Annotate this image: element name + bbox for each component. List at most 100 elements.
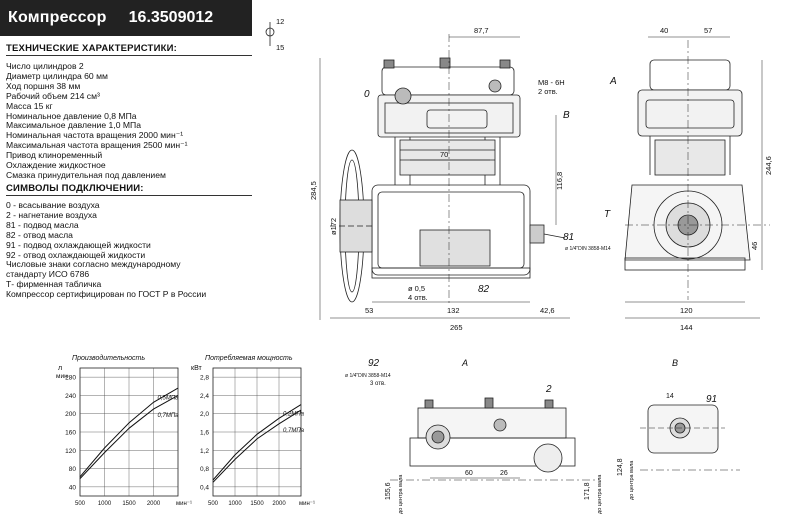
spec-item: Диаметр цилиндра 60 мм [6, 70, 108, 81]
view-b-title: B [672, 358, 678, 368]
front-view-drawing [319, 34, 570, 320]
y-tick-label: 2,8 [200, 375, 209, 382]
series-line [212, 404, 302, 481]
x-tick-label: 500 [208, 501, 219, 507]
view-b-124-8: 124,8 [617, 458, 624, 476]
port-label-82: 82 [478, 284, 490, 295]
view-a-holes: 3 отв. [370, 381, 386, 387]
dim-4-holes: 4 отв. [408, 293, 428, 302]
connection-item: Т- фирменная табличка [6, 279, 102, 290]
series-line [79, 387, 179, 478]
series-label: 0,7МПа [158, 413, 180, 419]
dim-42-6: 42,6 [540, 306, 555, 315]
spec-item: Номинальное давление 0,8 МПа [6, 110, 137, 121]
spec-item: Максимальная частота вращения 2500 мин⁻¹ [6, 140, 188, 151]
dim-172: ø172 [329, 218, 338, 235]
x-tick-label: 2000 [147, 501, 161, 507]
x-unit-label: мин⁻¹ [299, 501, 315, 507]
port-label-0: 0 [364, 89, 370, 100]
y-tick-label: 120 [65, 448, 76, 455]
y-tick-label: 2,4 [200, 393, 209, 400]
view-a-2: 2 [545, 384, 552, 395]
spec-item: Номинальная частота вращения 2000 мин⁻¹ [6, 130, 184, 141]
y-tick-label: 240 [65, 393, 76, 400]
dim-284-5: 284,5 [309, 181, 318, 200]
dim-132: 132 [447, 306, 460, 315]
view-a-thread: ø 1/4"DIN 3858-M14 [345, 373, 391, 379]
view-a-title: A [461, 358, 468, 368]
title: Компрессор [8, 9, 107, 26]
pressure-symbol [265, 22, 275, 46]
connection-item: 92 - отвод охлаждающей жидкости [6, 249, 146, 260]
chart-title: Производительность [72, 354, 145, 362]
x-tick-label: 1500 [122, 501, 136, 507]
thread-m8: M8 - 6H [538, 78, 565, 87]
y-tick-label: 80 [69, 466, 77, 473]
dim-70: 70 [440, 150, 448, 159]
dim-53: 53 [365, 306, 373, 315]
view-a-center-2: до центра вала [597, 474, 603, 514]
y-unit-sub-label: мин [56, 373, 68, 380]
y-tick-label: 1,2 [200, 448, 209, 455]
title-bar: Компрессор 16.3509012 [0, 0, 252, 36]
y-tick-label: 160 [65, 430, 76, 437]
y-tick-label: 2,0 [200, 411, 209, 418]
spec-item: Привод клиноременный [6, 150, 103, 161]
y-unit-label: кВт [191, 365, 202, 372]
label-15: 15 [276, 43, 284, 52]
connection-item: 91 - подвод охлаждающей жидкости [6, 239, 151, 250]
side-view-drawing [624, 36, 770, 319]
view-a-171-8: 171,8 [584, 482, 591, 500]
chart-title: Потребляемая мощность [205, 354, 293, 362]
connections-heading: СИМВОЛЫ ПОДКЛЮЧЕНИИ: [6, 183, 144, 194]
spec-item: Охлаждение жидкостное [6, 160, 106, 171]
spec-item: Максимальное давление 1,0 МПа [6, 120, 141, 131]
y-tick-label: 40 [69, 484, 77, 491]
series-line [79, 394, 179, 479]
spec-item: Рабочий объем 214 см³ [6, 90, 100, 101]
view-label-a: A [609, 76, 617, 87]
view-a-drawing [390, 397, 600, 481]
connection-item: 0 - всасывание воздуха [6, 200, 100, 210]
view-b-center: до центра вала [629, 460, 635, 500]
dim-120: 120 [680, 306, 693, 315]
x-tick-label: 1500 [250, 501, 264, 507]
spec-item: Ход поршня 38 мм [6, 80, 81, 91]
dim-87-7: 87,7 [474, 26, 489, 35]
spec-item: Число цилиндров 2 [6, 61, 84, 71]
thread-m8-holes: 2 отв. [538, 87, 558, 96]
y-tick-label: 200 [65, 411, 76, 418]
thread-spec: ø 1/4"DIN 3858-M14 [565, 246, 611, 252]
view-b-91: 91 [706, 394, 717, 405]
dim-40: 40 [660, 26, 668, 35]
view-b-14: 14 [666, 393, 674, 400]
label-12: 12 [276, 17, 284, 26]
x-tick-label: 1000 [228, 501, 242, 507]
y-unit-label: л [58, 365, 62, 372]
y-tick-label: 0,8 [200, 466, 209, 473]
view-a-center-1: до центра вала [398, 474, 404, 514]
specs-heading: ТЕХНИЧЕСКИЕ ХАРАКТЕРИСТИКИ: [6, 43, 177, 54]
series-label: 0,7МПа [283, 428, 305, 434]
x-tick-label: 2000 [272, 501, 286, 507]
connection-item: 2 - нагнетание воздуха [6, 209, 97, 220]
series-label: 0,5МПа [158, 395, 180, 401]
nameplate-label-t: T [604, 209, 611, 220]
spec-item: Смазка принудительная под давлением [6, 169, 166, 180]
connection-item: 81 - подвод масла [6, 219, 79, 230]
dim-phi: ø 0,5 [408, 284, 425, 293]
port-label-81: 81 [563, 232, 574, 243]
dim-144: 144 [680, 323, 693, 332]
series-line [212, 409, 302, 483]
spec-item: Масса 15 кг [6, 100, 53, 111]
dim-46: 46 [750, 242, 759, 250]
view-b-drawing [640, 404, 740, 471]
connections-divider [6, 195, 252, 196]
specs-divider [6, 55, 252, 56]
